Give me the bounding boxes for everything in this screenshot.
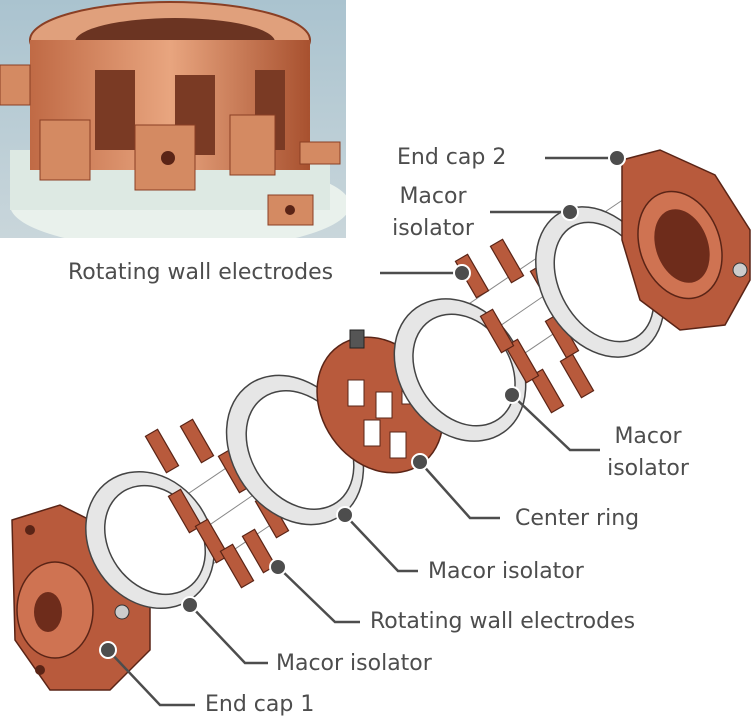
rotating-wall-electrodes-top-part (454, 238, 595, 414)
callout-dot-rotating-bottom (269, 558, 287, 576)
callout-dot-macor-top (561, 203, 579, 221)
label-end-cap-2: End cap 2 (397, 145, 507, 170)
callout-dot-end-cap-1 (99, 641, 117, 659)
label-macor-isolator-right-line2: isolator (607, 456, 689, 481)
label-macor-isolator-top-line2: isolator (392, 216, 474, 241)
end-cap-2-part (621, 149, 751, 331)
label-macor-isolator-right-line1: Macor (614, 424, 682, 449)
callout-dot-macor-bottom (181, 596, 199, 614)
callout-dot-end-cap-2 (608, 149, 626, 167)
label-macor-isolator-top-line1: Macor (399, 184, 467, 209)
label-macor-isolator-mid: Macor isolator (428, 559, 584, 584)
callout-dots (99, 149, 626, 659)
label-end-cap-1: End cap 1 (205, 692, 315, 717)
callout-lines (107, 156, 617, 707)
callout-dot-rotating-top (453, 264, 471, 282)
callout-dot-macor-mid (336, 506, 354, 524)
photo-inset (0, 0, 346, 238)
label-center-ring: Center ring (515, 506, 640, 531)
callout-dot-center-ring (411, 453, 429, 471)
callout-dot-macor-right (503, 386, 521, 404)
label-rotating-wall-electrodes-top: Rotating wall electrodes (68, 260, 334, 285)
label-rotating-wall-electrodes-bottom: Rotating wall electrodes (370, 609, 636, 634)
label-macor-isolator-bottom: Macor isolator (276, 651, 432, 676)
